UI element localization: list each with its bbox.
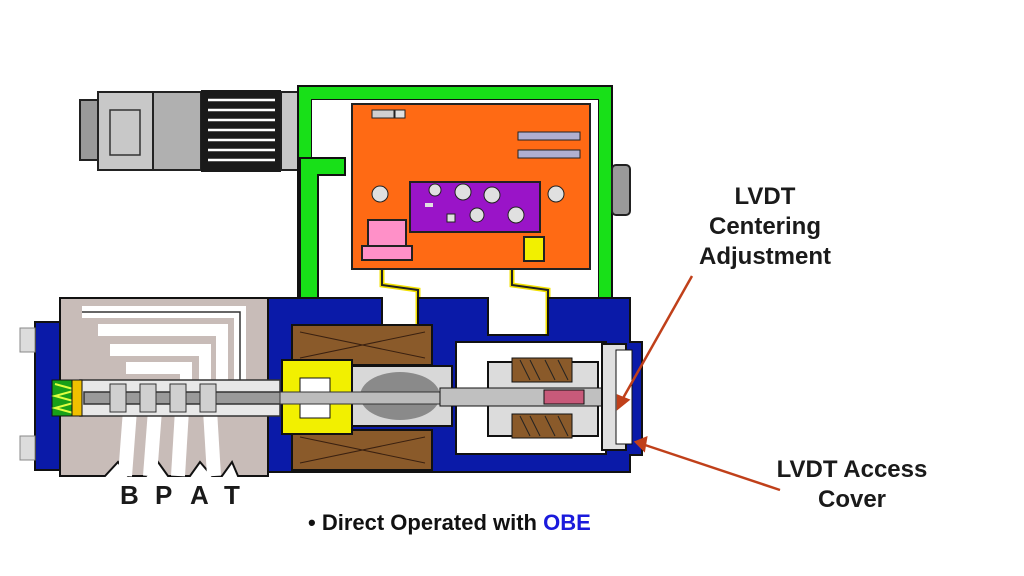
port-label-p: P	[155, 480, 173, 510]
label-line: Centering	[708, 213, 821, 240]
solenoid-coil	[279, 324, 481, 471]
lvdt-assembly	[439, 341, 633, 455]
electrical-connector	[79, 90, 302, 172]
port-label-a: A	[190, 480, 209, 510]
caption-text: Direct Operated with	[321, 510, 537, 535]
label-line: LVDT	[734, 183, 796, 210]
label-line: Cover	[817, 486, 887, 513]
port-label-b: B	[120, 480, 139, 510]
caption-bullet: •	[308, 510, 316, 535]
electronics-board	[351, 103, 591, 270]
label-lvdt-centering-adjustment: LVDT Centering Adjustment	[690, 182, 840, 272]
label-lvdt-access-cover: LVDT Access Cover	[762, 455, 942, 515]
port-label-t: T	[224, 480, 240, 510]
caption-highlight: OBE	[543, 510, 591, 535]
centering-pointer	[620, 275, 694, 401]
label-line: Adjustment	[699, 243, 831, 270]
access-cover-pointer	[641, 442, 781, 492]
label-line: LVDT Access	[776, 456, 928, 483]
pointer-lines	[616, 275, 781, 492]
enclosure-screw	[611, 164, 631, 216]
diagram-caption: • Direct Operated with OBE	[308, 510, 591, 536]
